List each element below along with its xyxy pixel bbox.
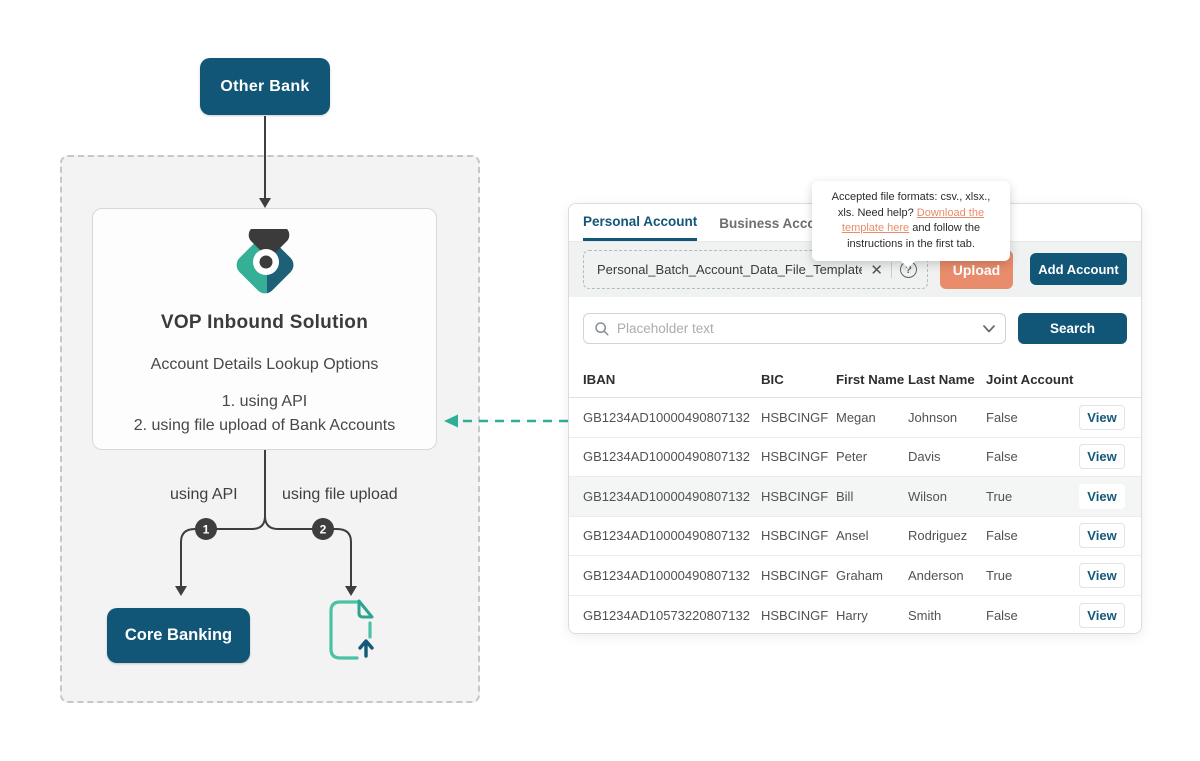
search-section: Search: [583, 313, 1127, 344]
table-row: GB1234AD10573220807132 HSBCINGF Harry Sm…: [569, 595, 1141, 633]
cell-last-name: Rodriguez: [908, 528, 968, 544]
cell-joint-account: False: [986, 449, 1018, 465]
cell-bic: HSBCINGF: [761, 528, 829, 544]
vop-solution-box: VOP Inbound Solution Account Details Loo…: [92, 208, 437, 450]
col-header-bic: BIC: [761, 371, 784, 387]
selected-filename: Personal_Batch_Account_Data_File_Templat…: [597, 262, 863, 277]
core-banking-node: Core Banking: [107, 608, 250, 663]
table-row: GB1234AD10000490807132 HSBCINGF Graham A…: [569, 556, 1141, 596]
cell-joint-account: True: [986, 567, 1013, 583]
cell-first-name: Ansel: [836, 528, 869, 544]
cell-first-name: Harry: [836, 607, 868, 623]
cell-iban: GB1234AD10000490807132: [583, 567, 750, 583]
table-header: IBAN BIC First Name Last Name Joint Acco…: [569, 361, 1141, 398]
download-template-link[interactable]: Download the template here: [841, 206, 985, 235]
col-header-joint-account: Joint Account: [986, 371, 1074, 387]
tooltip-text-before: Accepted file formats: csv., xlsx., xls.…: [831, 191, 991, 219]
cell-iban: GB1234AD10000490807132: [583, 488, 750, 504]
view-button[interactable]: View: [1079, 602, 1125, 628]
cell-last-name: Anderson: [908, 567, 964, 583]
col-header-last-name: Last Name: [908, 371, 975, 387]
banfico-logo-icon: [236, 214, 293, 294]
cell-bic: HSBCINGF: [761, 567, 829, 583]
cell-bic: HSBCINGF: [761, 409, 829, 425]
search-button[interactable]: Search: [1018, 313, 1127, 344]
table-row: GB1234AD10000490807132 HSBCINGF Peter Da…: [569, 437, 1141, 477]
other-bank-node: Other Bank: [200, 58, 330, 115]
vop-subtitle: Account Details Lookup Options: [150, 356, 379, 373]
search-icon: [595, 321, 609, 336]
search-field-wrapper: [583, 313, 1006, 344]
cell-iban: GB1234AD10573220807132: [583, 607, 750, 623]
cell-bic: HSBCINGF: [761, 449, 829, 465]
vop-title: VOP Inbound Solution: [160, 312, 369, 333]
add-account-button[interactable]: Add Account: [1030, 253, 1127, 285]
cell-joint-account: False: [986, 528, 1018, 544]
cell-last-name: Wilson: [908, 488, 948, 504]
vop-option-1: 1. using API: [221, 393, 308, 410]
view-button[interactable]: View: [1079, 483, 1125, 509]
other-bank-label: Other Bank: [220, 77, 310, 95]
cell-first-name: Megan: [836, 409, 876, 425]
col-header-iban: IBAN: [583, 371, 616, 387]
search-input[interactable]: [617, 321, 983, 336]
cell-bic: HSBCINGF: [761, 488, 829, 504]
cell-last-name: Johnson: [908, 409, 958, 425]
file-upload-icon: [329, 599, 374, 660]
cell-bic: HSBCINGF: [761, 607, 829, 623]
cell-joint-account: False: [986, 409, 1018, 425]
branch-label-api: using API: [170, 486, 238, 503]
cell-last-name: Smith: [908, 607, 942, 623]
table-row: GB1234AD10000490807132 HSBCINGF Bill Wil…: [569, 477, 1141, 517]
upload-help-tooltip: Accepted file formats: csv., xlsx., xls.…: [812, 181, 1010, 269]
cell-first-name: Peter: [836, 449, 868, 465]
clear-file-icon[interactable]: ✕: [870, 261, 883, 279]
cell-iban: GB1234AD10000490807132: [583, 409, 750, 425]
tab-personal-account[interactable]: Personal Account: [583, 204, 698, 241]
file-input[interactable]: Personal_Batch_Account_Data_File_Templat…: [583, 250, 928, 289]
divider: [891, 261, 892, 278]
view-button[interactable]: View: [1079, 523, 1125, 549]
view-button[interactable]: View: [1079, 562, 1125, 588]
account-panel: Personal Account Business Account Person…: [568, 203, 1142, 634]
table-row: GB1234AD10000490807132 HSBCINGF Ansel Ro…: [569, 516, 1141, 556]
branch-label-file-upload: using file upload: [282, 486, 398, 503]
view-button[interactable]: View: [1079, 404, 1125, 430]
cell-first-name: Bill: [836, 488, 854, 504]
vop-option-2: 2. using file upload of Bank Accounts: [133, 417, 396, 434]
col-header-first-name: First Name: [836, 371, 905, 387]
cell-joint-account: False: [986, 607, 1018, 623]
cell-last-name: Davis: [908, 449, 941, 465]
table-row: GB1234AD10000490807132 HSBCINGF Megan Jo…: [569, 398, 1141, 438]
core-banking-label: Core Banking: [124, 626, 233, 644]
view-button[interactable]: View: [1079, 444, 1125, 470]
chevron-down-icon[interactable]: [983, 324, 995, 333]
upload-section: Personal_Batch_Account_Data_File_Templat…: [569, 242, 1141, 297]
tooltip-text-after: and follow the instructions in the first…: [847, 222, 981, 250]
cell-first-name: Graham: [836, 567, 883, 583]
cell-iban: GB1234AD10000490807132: [583, 449, 750, 465]
tab-business-account[interactable]: Business Account: [719, 215, 837, 231]
cell-joint-account: True: [986, 488, 1013, 504]
cell-iban: GB1234AD10000490807132: [583, 528, 750, 544]
